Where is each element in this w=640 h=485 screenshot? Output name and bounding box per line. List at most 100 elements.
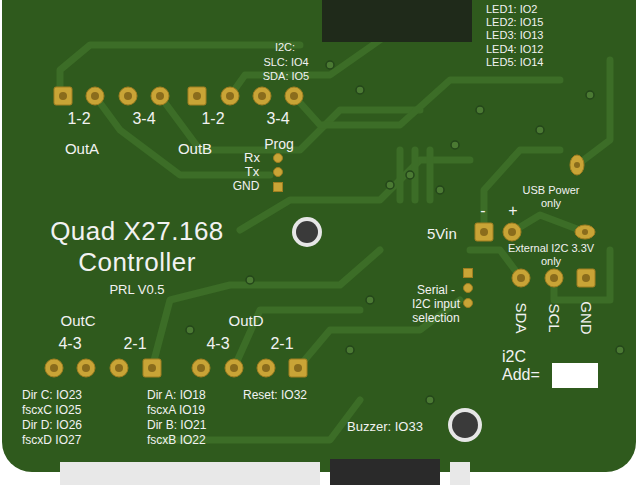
silkscreen-label: OutC <box>60 312 95 329</box>
header-pad <box>253 87 271 105</box>
copper-trace <box>240 160 470 230</box>
silkscreen-label: 3-4 <box>132 110 155 128</box>
header-pad <box>512 269 530 287</box>
pad-drill <box>148 364 156 372</box>
silkscreen-label: LED1: IO2 <box>486 3 537 16</box>
board-title: Quad X27.168 Controller <box>25 216 250 278</box>
silkscreen-label: Rx <box>244 151 260 166</box>
silkscreen-label: GND <box>577 301 594 334</box>
silkscreen-label: fscxC IO25 <box>22 404 81 418</box>
via <box>356 86 364 94</box>
via <box>186 61 624 404</box>
pad-drill <box>262 364 270 372</box>
header-pad <box>274 183 283 192</box>
mounting-hole <box>452 412 478 438</box>
header-pad <box>274 168 283 177</box>
header-pad <box>545 269 563 287</box>
silkscreen-label: 2-1 <box>270 335 293 353</box>
silkscreen-label: External I2C 3.3V only <box>506 242 596 267</box>
pad-drill <box>258 92 266 100</box>
silkscreen-label: fscxB IO22 <box>147 434 206 448</box>
via <box>476 106 484 114</box>
silkscreen-label: 4-3 <box>58 335 81 353</box>
copper-trace <box>427 150 434 200</box>
pad-drill <box>290 92 298 100</box>
header-pad <box>464 299 473 308</box>
header-pad <box>151 87 169 105</box>
silkscreen-label: i2C Add= <box>502 348 550 385</box>
silkscreen-label: PRL V0.5 <box>109 283 164 298</box>
via <box>406 171 414 179</box>
pad-drill <box>294 364 302 372</box>
via <box>326 61 334 69</box>
header-pad <box>221 87 239 105</box>
silkscreen-label: Tx <box>245 165 259 180</box>
mounting-hole <box>296 221 318 243</box>
pad-drill <box>59 92 67 100</box>
silkscreen-label: Reset: IO32 <box>243 389 307 403</box>
silkscreen-label: Serial - I2C input selection <box>409 284 463 325</box>
via <box>436 186 444 194</box>
silkscreen-label: I2C: <box>275 41 295 54</box>
silkscreen-label: Dir B: IO21 <box>147 419 206 433</box>
copper-trace <box>230 40 380 96</box>
pad-drill <box>508 228 516 236</box>
connector-housing <box>60 462 320 485</box>
silkscreen-label: GND <box>233 180 260 194</box>
silkscreen-label: fscxA IO19 <box>147 404 205 418</box>
copper-trace <box>577 60 610 165</box>
header-pad <box>464 269 473 278</box>
pad-drill <box>124 92 132 100</box>
connector-housing <box>450 462 470 485</box>
pad-drill <box>115 364 123 372</box>
mounting-hole <box>448 408 482 442</box>
pad-drill <box>193 92 201 100</box>
header-pad <box>577 269 595 287</box>
pad-drill <box>582 274 590 282</box>
silkscreen-label: LED2: IO15 <box>486 16 543 29</box>
silkscreen-label: - <box>480 202 485 220</box>
silkscreen-label: 1-2 <box>201 110 224 128</box>
via <box>451 141 459 149</box>
mounting-hole <box>292 217 322 247</box>
silkscreen-label: USB Power only <box>516 184 586 209</box>
pad-drill <box>226 92 234 100</box>
silkscreen-label: Dir D: IO26 <box>22 419 82 433</box>
header-pad <box>119 87 137 105</box>
silkscreen-label: SCL <box>545 303 562 332</box>
connector-housing <box>322 0 472 42</box>
connector-housing <box>330 459 440 485</box>
header-pad <box>475 223 493 241</box>
address-box <box>552 363 598 388</box>
pad-drill <box>480 228 488 236</box>
board-substrate <box>2 0 636 472</box>
header-pad <box>464 284 473 293</box>
header-pad <box>575 225 595 239</box>
header-pad <box>86 87 104 105</box>
silkscreen-label: 3-4 <box>266 110 289 128</box>
header-pad <box>285 87 303 105</box>
header-pad <box>503 223 521 241</box>
pad-drill <box>82 364 90 372</box>
silkscreen-label: LED3: IO13 <box>486 29 543 42</box>
header-pad <box>110 359 128 377</box>
via <box>346 346 354 354</box>
copper-trace <box>95 96 270 175</box>
silkscreen-label: Prog <box>264 136 294 152</box>
pad-drill <box>50 364 58 372</box>
via <box>386 181 394 189</box>
header-pad <box>188 87 206 105</box>
silkscreen-label: SLC: IO4 <box>263 56 308 69</box>
silkscreen-label: SDA <box>512 303 529 334</box>
silkscreen-label: Dir A: IO18 <box>147 389 206 403</box>
silkscreen-label: SDA: IO5 <box>263 70 309 83</box>
silkscreen-label: OutB <box>178 140 212 157</box>
silkscreen-label: LED5: IO14 <box>486 56 543 69</box>
silkscreen-label: 2-1 <box>123 335 146 353</box>
pad-drill <box>230 364 238 372</box>
board-substrate <box>2 0 636 472</box>
header-pad <box>289 359 307 377</box>
via <box>186 326 194 334</box>
mounting-hole <box>292 217 482 442</box>
silkscreen-label: 1-2 <box>67 110 90 128</box>
